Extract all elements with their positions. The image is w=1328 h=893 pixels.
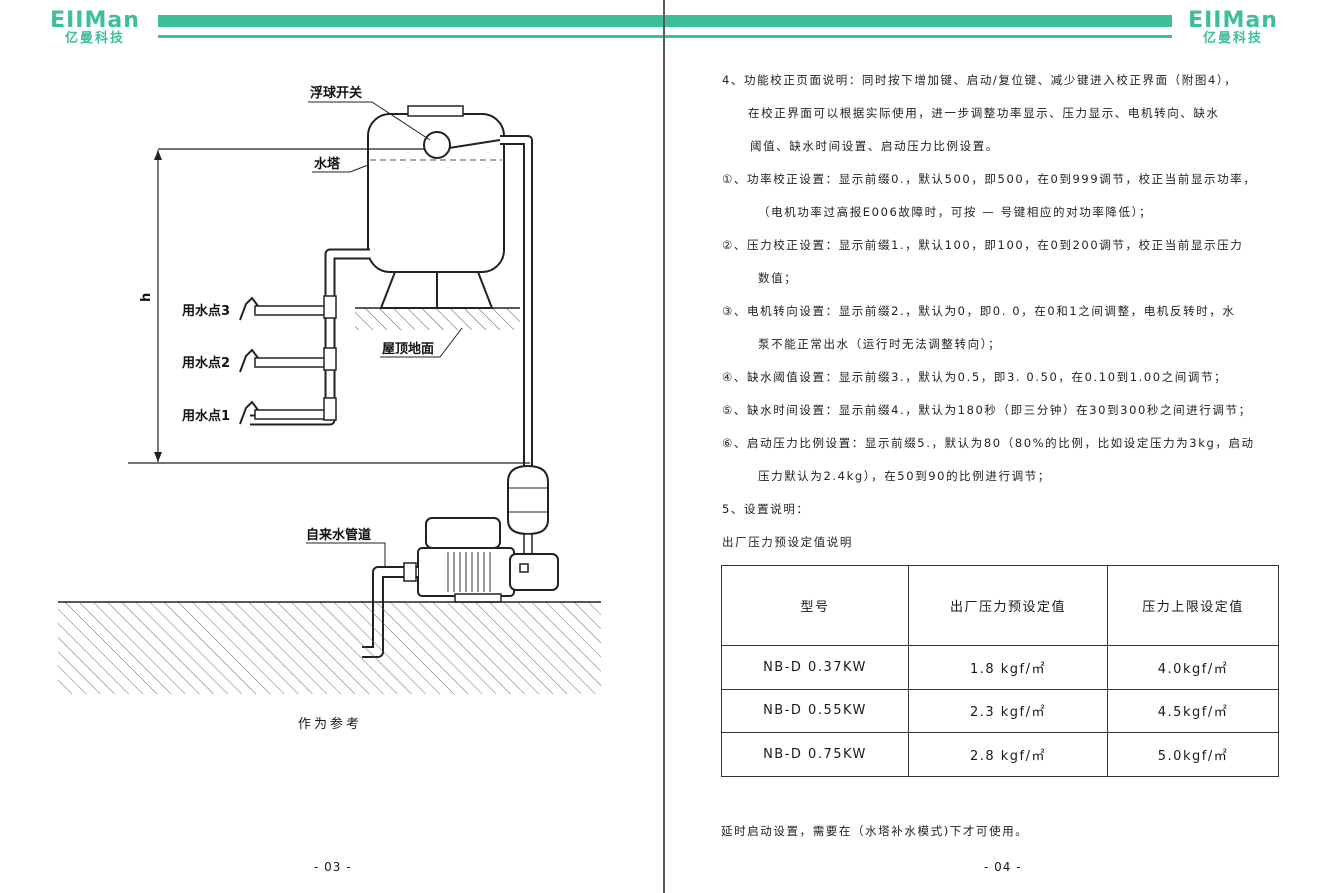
paragraph-line: ⑤、缺水时间设置：显示前缀4.，默认为180秒（即三分钟）在30到300秒之间进… (722, 403, 1252, 417)
table-cell: 2.8 kgf/㎡ (908, 732, 1108, 777)
label-water-tower: 水塔 (314, 156, 341, 172)
pressure-spec-table: 型号 出厂压力预设定值 压力上限设定值 NB-D 0.37KW 1.8 kgf/… (721, 565, 1279, 777)
paragraph-line: ①、功率校正设置：显示前缀0.，默认500，即500，在0到999调节，校正当前… (722, 172, 1257, 186)
label-outlet1: 用水点1 (181, 408, 230, 424)
table-header-cell: 压力上限设定值 (1107, 565, 1279, 646)
paragraph-line: 阈值、缺水时间设置、启动压力比例设置。 (750, 139, 999, 153)
water-tower-diagram: h 浮球开关 水塔 用水点3 用水点2 用水点1 屋顶地面 自来水管道 (58, 85, 601, 694)
paragraph-line: 泵不能正常出水（运行时无法调整转向）； (758, 337, 1002, 351)
paragraph-line: ③、电机转向设置：显示前缀2.，默认为0，即0. 0，在0和1之间调整，电机反转… (722, 304, 1236, 318)
label-outlet3: 用水点3 (181, 303, 230, 319)
brand-name-cn: 亿曼科技 (1202, 31, 1263, 46)
table-cell: 1.8 kgf/㎡ (908, 645, 1108, 690)
pump-motor-cover (425, 517, 501, 549)
paragraph-line: ④、缺水阈值设置：显示前缀3.，默认为0.5，即3. 0.50，在0.10到1.… (722, 370, 1228, 384)
float-ball-icon (423, 131, 451, 159)
paragraph-line: ⑥、启动压力比例设置：显示前缀5.，默认为80（80%的比例，比如设定压力为3k… (722, 436, 1255, 450)
paragraph-line: ②、压力校正设置：显示前缀1.，默认100，即100，在0到200调节，校正当前… (722, 238, 1244, 252)
page-number-left: - 03 - (314, 860, 352, 874)
paragraph-line: （电机功率过高报E006故障时，可按 — 号键相应的对功率降低）； (758, 205, 1153, 219)
page-number-right: - 04 - (984, 860, 1022, 874)
table-cell: 4.5kgf/㎡ (1107, 688, 1279, 734)
paragraph-line: 出厂压力预设定值说明 (722, 535, 853, 549)
table-row: NB-D 0.37KW 1.8 kgf/㎡ 4.0kgf/㎡ (721, 645, 1279, 690)
table-cell: NB-D 0.75KW (721, 732, 909, 777)
page-spine (663, 0, 665, 893)
table-cell: 4.0kgf/㎡ (1107, 645, 1279, 690)
label-mains: 自来水管道 (306, 527, 371, 543)
roof-floor (355, 308, 520, 330)
paragraph-line: 4、功能校正页面说明：同时按下增加键、启动/复位键、减少键进入校正界面（附图4）… (722, 73, 1238, 87)
outlet-pipe (250, 248, 370, 426)
paragraph-line: 在校正界面可以根据实际使用，进一步调整功率显示、压力显示、电机转向、缺水 (748, 106, 1220, 120)
tank-top-cap (407, 105, 464, 117)
pressure-tank (507, 464, 549, 536)
delay-start-note: 延时启动设置，需要在（水塔补水模式)下才可使用。 (721, 824, 1029, 838)
brand-name-en: EIIMan (1188, 8, 1278, 33)
label-float-switch: 浮球开关 (310, 85, 362, 101)
faucet-icon (239, 296, 259, 425)
table-cell: 5.0kgf/㎡ (1107, 732, 1279, 777)
table-cell: 2.3 kgf/㎡ (908, 688, 1108, 734)
brand-name-en: EIIMan (50, 8, 140, 33)
diagram-caption: 作为参考 (298, 717, 363, 732)
ground (58, 602, 601, 694)
table-header-cell: 出厂压力预设定值 (908, 565, 1108, 646)
table-cell: NB-D 0.55KW (721, 688, 909, 734)
table-row: NB-D 0.55KW 2.3 kgf/㎡ 4.5kgf/㎡ (721, 688, 1279, 734)
pump-head (509, 553, 559, 591)
header-bar-thin (158, 35, 1172, 38)
outlet-branches (254, 295, 337, 421)
table-row: NB-D 0.75KW 2.8 kgf/㎡ 5.0kgf/㎡ (721, 732, 1279, 777)
brand-logo-right: EIIMan 亿曼科技 (1178, 10, 1288, 46)
table-header-cell: 型号 (721, 565, 909, 646)
brand-logo-left: EIIMan 亿曼科技 (40, 10, 150, 46)
brand-name-cn: 亿曼科技 (64, 31, 125, 46)
table-header-row: 型号 出厂压力预设定值 压力上限设定值 (721, 565, 1279, 646)
table-cell: NB-D 0.37KW (721, 645, 909, 690)
paragraph-line: 5、设置说明： (722, 502, 810, 516)
paragraph-line: 数值； (758, 271, 798, 285)
label-outlet2: 用水点2 (181, 355, 230, 371)
paragraph-line: 压力默认为2.4kg），在50到90的比例进行调节； (758, 469, 1051, 483)
label-roof: 屋顶地面 (382, 341, 434, 357)
header-bar-thick-left (158, 15, 1172, 27)
height-label: h (139, 293, 154, 302)
